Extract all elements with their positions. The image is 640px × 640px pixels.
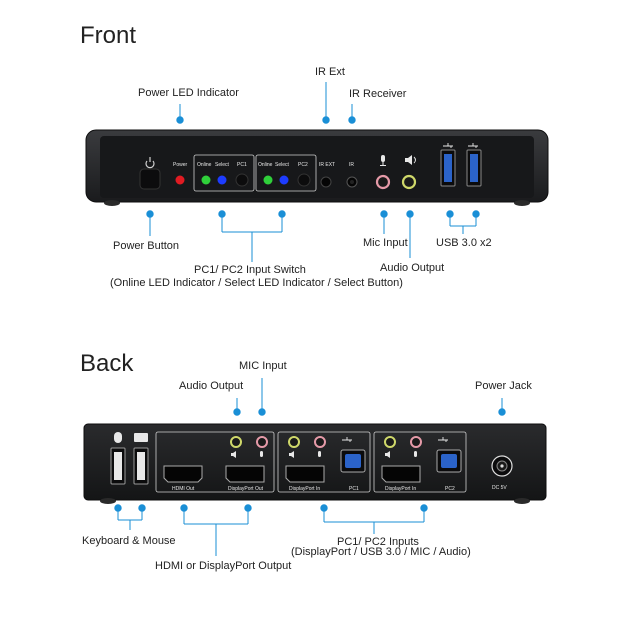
panel-online2-label: Online	[258, 162, 273, 168]
pc1-online-led	[201, 175, 211, 185]
callout-dot-power-led	[176, 116, 184, 124]
label-switch-line2: (Online LED Indicator / Select LED Indic…	[110, 277, 403, 289]
back-title: Back	[80, 350, 134, 377]
label-usb: USB 3.0 x2	[436, 237, 492, 249]
label-hdmi-dp-output: HDMI or DisplayPort Output	[155, 560, 292, 572]
front-audio-jack	[401, 174, 417, 190]
label-inputs-line1: PC1/ PC2 Inputs	[337, 536, 419, 548]
pc2-audio-jack	[384, 436, 396, 448]
panel-hdmi-out-label: HDMI Out	[172, 486, 195, 492]
back-out-mic-jack	[256, 436, 268, 448]
panel-dp-in2-label: DisplayPort In	[385, 486, 417, 492]
dp-out-port	[225, 465, 265, 483]
panel-dc-label: DC 5V	[492, 485, 507, 491]
panel-select2-label: Select	[275, 162, 289, 168]
pc1-select-led	[217, 175, 227, 185]
callout-dot-ir-ext	[322, 116, 330, 124]
pc2-select-button	[297, 173, 311, 187]
usb-icon	[443, 143, 478, 148]
panel-pc2-back-label: PC2	[445, 486, 455, 492]
callout-dot-ir-receiver	[348, 116, 356, 124]
ir-ext-jack	[320, 176, 332, 188]
label-power-button: Power Button	[113, 240, 180, 252]
label-power-led: Power LED Indicator	[138, 87, 239, 99]
back-out-audio-jack	[230, 436, 242, 448]
pc1-select-button	[235, 173, 249, 187]
pc1-dp-in-port	[285, 465, 325, 483]
pc1-audio-jack	[288, 436, 300, 448]
label-back-audio-output: Audio Output	[179, 380, 244, 392]
panel-dp-out-label: DisplayPort Out	[228, 486, 264, 492]
panel-ir-ext-label: IR EXT	[319, 162, 336, 168]
panel-pc1-back-label: PC1	[349, 486, 359, 492]
panel-online1-label: Online	[197, 162, 212, 168]
mouse-icon	[114, 432, 122, 443]
speaker-icon	[405, 155, 416, 165]
mic-icon	[380, 155, 386, 166]
panel-power-label: Power	[173, 162, 188, 168]
front-title: Front	[80, 22, 137, 49]
pc2-select-led	[279, 175, 289, 185]
pc2-dp-in-port	[381, 465, 421, 483]
panel-ir-label: IR	[349, 162, 354, 168]
label-inputs-line2: (DisplayPort / USB 3.0 / MIC / Audio)	[291, 546, 471, 558]
callout-dot-back-mic	[258, 408, 266, 416]
panel-dp-in1-label: DisplayPort In	[289, 486, 321, 492]
label-ir-ext: IR Ext	[315, 66, 345, 78]
front-mic-jack	[375, 174, 391, 190]
label-switch-line1: PC1/ PC2 Input Switch	[194, 264, 306, 276]
keyboard-icon	[134, 433, 148, 442]
callout-dot-power-jack	[498, 408, 506, 416]
power-button	[139, 168, 161, 190]
label-mic-input: Mic Input	[363, 237, 408, 249]
power-led	[175, 175, 185, 185]
pc1-mic-jack	[314, 436, 326, 448]
hdmi-out-port	[163, 465, 203, 483]
label-keyboard-mouse: Keyboard & Mouse	[82, 535, 176, 547]
panel-pc1-label: PC1	[237, 162, 247, 168]
panel-select1-label: Select	[215, 162, 229, 168]
label-ir-receiver: IR Receiver	[349, 88, 407, 100]
power-icon	[145, 157, 155, 169]
callout-dot-back-audio	[233, 408, 241, 416]
pc2-online-led	[263, 175, 273, 185]
label-power-jack: Power Jack	[475, 380, 532, 392]
label-audio-output: Audio Output	[380, 262, 445, 274]
pc2-mic-jack	[410, 436, 422, 448]
panel-pc2-label: PC2	[298, 162, 308, 168]
label-back-mic-input: MIC Input	[239, 360, 287, 372]
